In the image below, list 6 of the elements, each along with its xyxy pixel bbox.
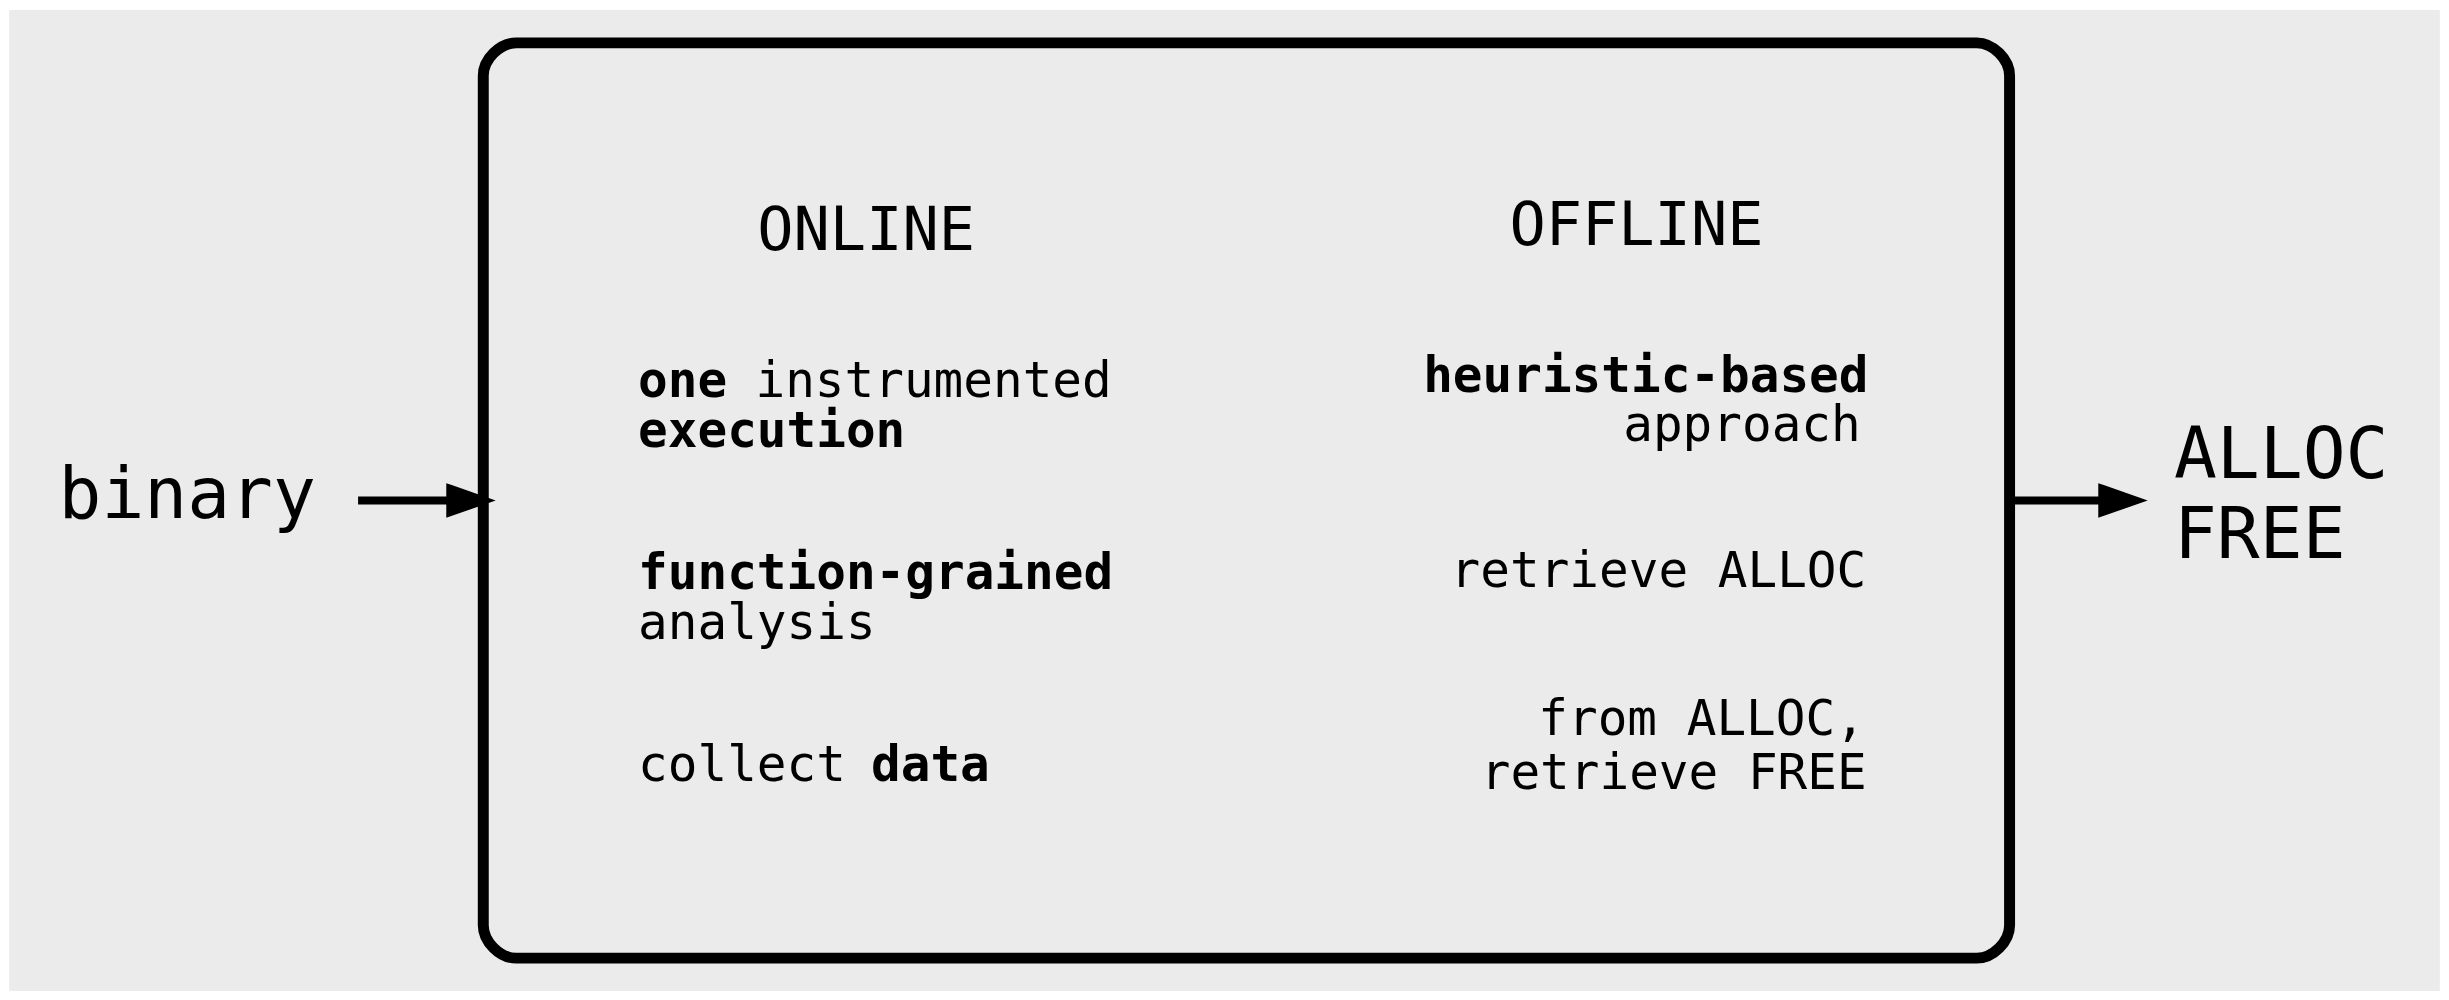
node-text: OFFLINE heuristic-based approach retrieve ALLOC from ALLOC, retrieve FREE	[1423, 188, 1869, 801]
node-text: ALLOC FREE	[2173, 411, 2389, 574]
arrow	[358, 482, 496, 518]
node-text: binary	[58, 451, 316, 535]
node-text: ONLINE one instrumented execution function-grained analysis collect data	[638, 193, 1114, 793]
cluster	[477, 36, 2016, 964]
